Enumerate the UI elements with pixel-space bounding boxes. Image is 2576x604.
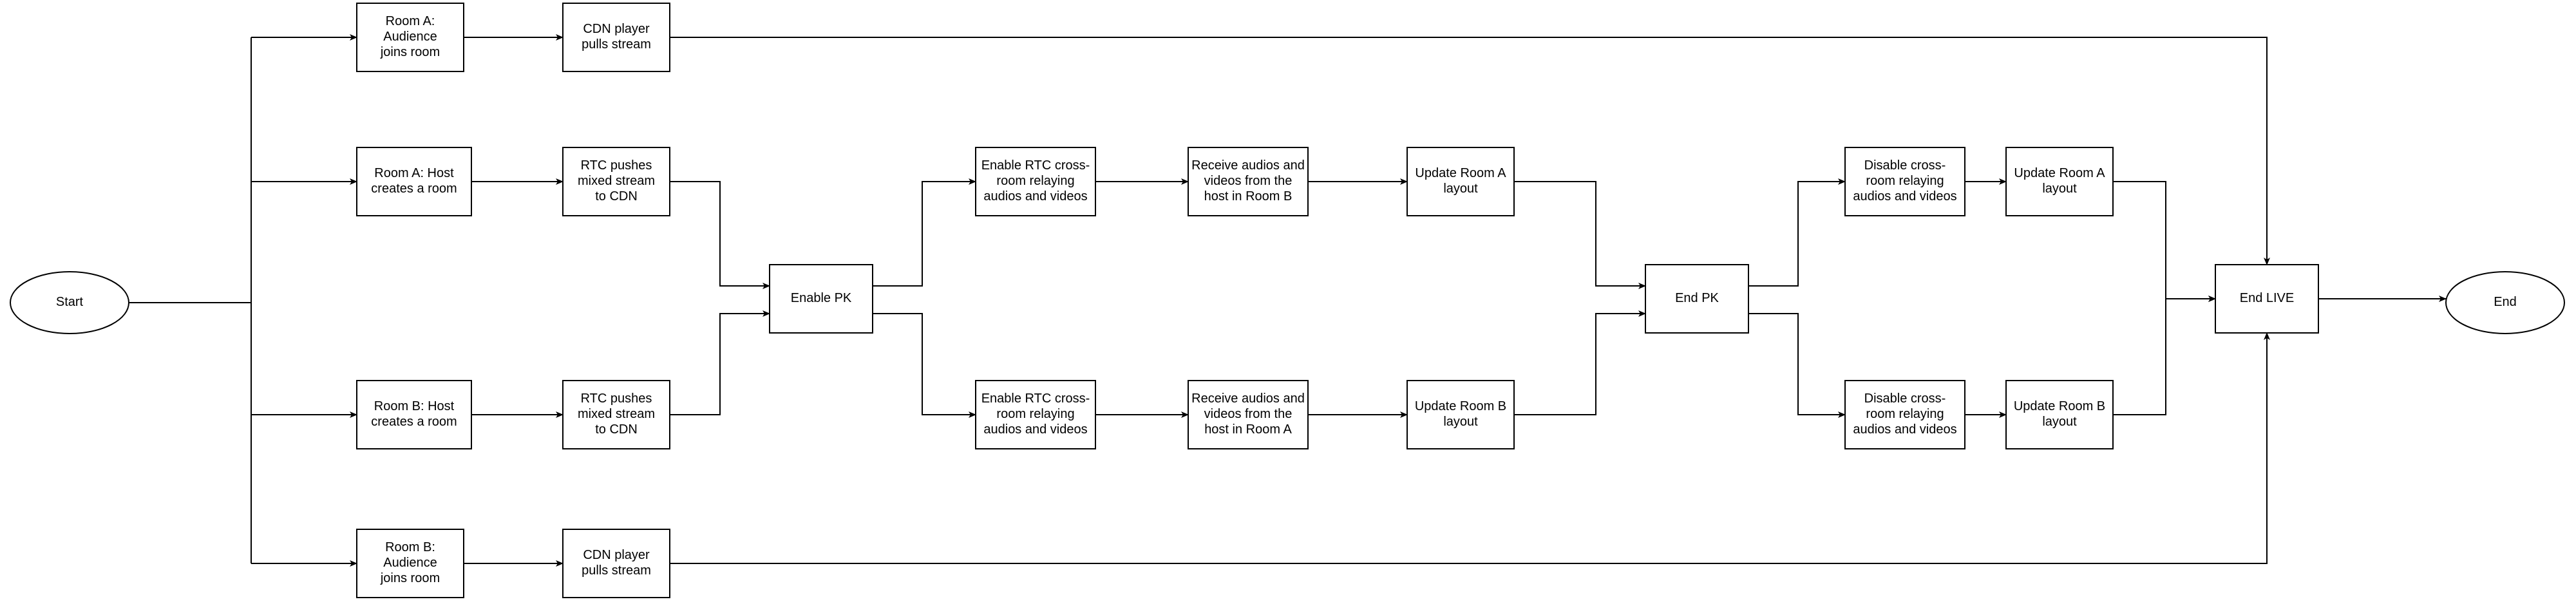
node-shape-rect [562, 380, 670, 449]
node-shape-rect [356, 3, 464, 72]
node-shape-ellipse [10, 271, 129, 334]
node-shape-rect [1406, 380, 1515, 449]
node-shape-rect [2005, 380, 2114, 449]
node-end-pk[interactable]: End PK [1645, 264, 1749, 334]
node-enable-pk[interactable]: Enable PK [769, 264, 873, 334]
edge-enable-pk-to-relay-a [873, 178, 976, 287]
node-shape-rect [356, 529, 464, 598]
node-label-enable-pk: Enable PK [791, 291, 852, 305]
edge-update-a2-to-end-live [2113, 181, 2216, 302]
node-shape-rect [769, 264, 873, 334]
edge-enable-pk-to-relay-b [873, 313, 976, 418]
node-shape-rect [356, 147, 472, 216]
node-shape-rect [1406, 147, 1515, 216]
node-shape-rect [2005, 147, 2114, 216]
node-start[interactable]: Start [10, 271, 129, 334]
edge-end-pk-to-disable-b [1748, 313, 1846, 418]
edge-cdn-b-to-end-live [670, 332, 2270, 564]
node-shape-rect [1844, 147, 1965, 216]
node-end[interactable]: End [2445, 271, 2565, 334]
node-label-end-pk: End PK [1675, 291, 1719, 305]
node-shape-rect [1844, 380, 1965, 449]
node-shape-rect [975, 380, 1096, 449]
node-shape-rect [2215, 264, 2319, 334]
node-shape-rect [562, 3, 670, 72]
node-shape-ellipse [2445, 271, 2565, 334]
edge-rtc-a-to-enable-pk [670, 181, 770, 289]
node-label-end: End [2494, 295, 2517, 309]
node-label-end-live: End LIVE [2240, 291, 2295, 305]
node-shape-rect [562, 147, 670, 216]
node-shape-rect [1645, 264, 1749, 334]
edge-update-a-to-end-pk [1514, 181, 1646, 289]
node-shape-rect [562, 529, 670, 598]
edge-update-b2-to-end-live [2113, 296, 2216, 415]
edge-cdn-a-to-end-live [670, 37, 2270, 265]
node-shape-rect [975, 147, 1096, 216]
edge-update-b-to-end-pk [1514, 310, 1646, 415]
edge-rtc-b-to-enable-pk [670, 310, 770, 415]
node-shape-rect [356, 380, 472, 449]
node-label-start: Start [56, 295, 84, 309]
node-shape-rect [1188, 147, 1309, 216]
edges-layer [129, 34, 2447, 567]
edge-end-pk-to-disable-a [1748, 178, 1846, 287]
node-shape-rect [1188, 380, 1309, 449]
node-end-live[interactable]: End LIVE [2215, 264, 2319, 334]
